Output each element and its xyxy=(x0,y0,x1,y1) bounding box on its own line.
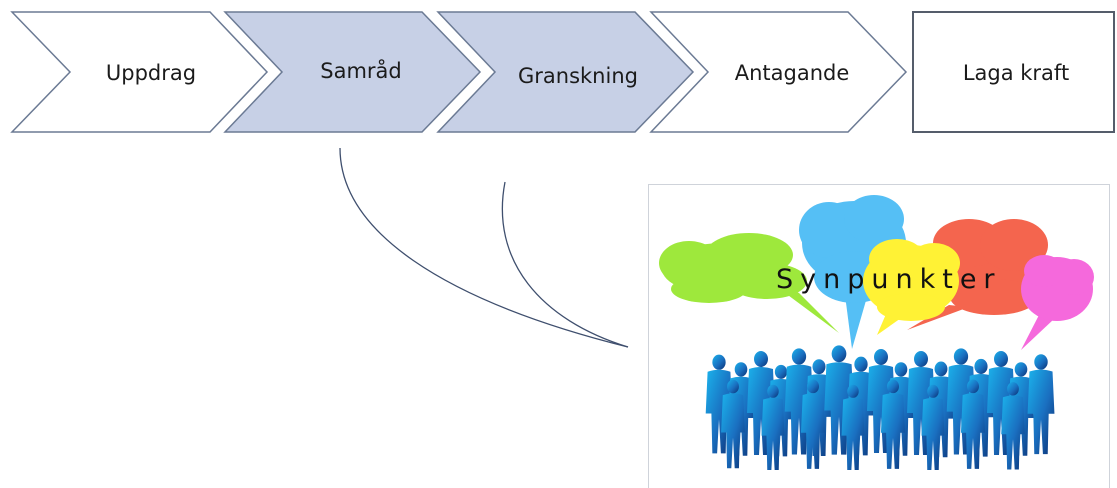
person-silhouette xyxy=(1027,354,1055,455)
speech-bubbles-crowd-image: Synpunkter xyxy=(659,195,1094,471)
speech-bubble-red xyxy=(907,219,1048,330)
person-silhouette xyxy=(960,379,986,469)
crowd-silhouette xyxy=(705,345,1055,471)
person-silhouette xyxy=(841,384,865,471)
callout-line-samrad xyxy=(339,147,629,348)
person-silhouette xyxy=(761,384,785,471)
speech-bubble-yellow xyxy=(863,239,960,335)
step-label-samrad: Samråd xyxy=(320,58,402,83)
process-step-laga-kraft: Laga kraft xyxy=(912,11,1115,133)
step-label-granskning: Granskning xyxy=(518,64,638,88)
person-silhouette xyxy=(800,379,826,469)
step-label-laga-kraft: Laga kraft xyxy=(963,61,1069,85)
synpunkter-caption: Synpunkter xyxy=(776,264,1002,295)
person-silhouette xyxy=(1001,382,1025,470)
speech-bubble-pink xyxy=(1021,255,1094,350)
step-shape-granskning xyxy=(436,11,695,133)
step-label-uppdrag: Uppdrag xyxy=(106,61,196,85)
step-shape-samrad xyxy=(223,11,482,133)
speech-bubble-green xyxy=(659,233,839,333)
speech-bubble-blue xyxy=(799,195,906,349)
process-step-granskning: Granskning xyxy=(436,11,695,133)
step-shape-laga-kraft xyxy=(912,11,1115,133)
process-step-antagande: Antagande xyxy=(649,11,908,133)
step-shape-antagande xyxy=(649,11,908,133)
process-step-uppdrag: Uppdrag xyxy=(10,11,269,133)
step-label-antagande: Antagande xyxy=(735,61,850,85)
opinions-illustration: Synpunkter xyxy=(648,184,1110,488)
process-step-samrad: Samråd xyxy=(223,11,482,133)
callout-line-granskning xyxy=(501,181,629,348)
step-shape-uppdrag xyxy=(10,11,269,133)
person-silhouette xyxy=(721,379,745,469)
person-silhouette xyxy=(921,384,945,471)
person-silhouette xyxy=(880,379,906,469)
